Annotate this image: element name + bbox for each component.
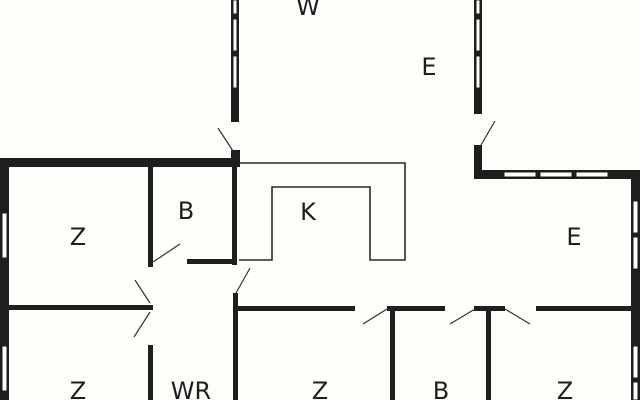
room-label-terrace: W (296, 0, 320, 21)
wall-bedroom-bath (148, 167, 153, 267)
door-swing-upper-right (480, 120, 496, 146)
wall-corridor-1 (237, 306, 355, 311)
left-exterior-wall (0, 158, 9, 400)
wall-corridor-2 (387, 306, 445, 311)
door-swing-left-upper-bedroom (134, 279, 151, 304)
room-label-bedroom-left-bottom: Z (70, 377, 86, 400)
wall-b-z (486, 306, 491, 400)
door-swing-upper-left (217, 127, 234, 152)
room-label-toilet: WR (171, 377, 211, 400)
top-wall-right (474, 170, 640, 179)
wall-bath-kitchen (232, 158, 237, 265)
door-swing-middle-bedroom (362, 308, 388, 325)
door-swing-right-bedroom (504, 308, 531, 325)
door-swing-wr (235, 267, 251, 294)
wall-left-bedrooms (9, 305, 153, 310)
upper-wing-left-wall (231, 0, 240, 164)
room-label-bathroom-top: B (178, 197, 194, 225)
door-swing-bath-bottom (449, 308, 476, 325)
top-wall-left (0, 158, 240, 167)
room-label-bedroom-left-top: Z (70, 223, 86, 251)
wall-wr-right (233, 293, 238, 400)
wall-z-b (390, 306, 395, 400)
door-swing-left-lower-bedroom (133, 311, 151, 338)
room-label-bedroom-right: Z (557, 377, 573, 400)
kitchen-counter (239, 162, 406, 261)
room-label-bathroom-bottom: B (433, 377, 449, 400)
upper-wing-right-wall (474, 0, 482, 178)
room-label-bedroom-middle: Z (312, 377, 328, 400)
wall-wr-left (148, 345, 153, 400)
door-swing-bath (152, 243, 181, 263)
wall-bath-bottom (187, 259, 237, 264)
right-exterior-wall (631, 170, 640, 400)
room-label-kitchen: K (300, 198, 317, 226)
room-label-living-right: E (566, 223, 581, 251)
room-label-living-top: E (421, 53, 436, 81)
wall-corridor-4 (536, 306, 636, 311)
